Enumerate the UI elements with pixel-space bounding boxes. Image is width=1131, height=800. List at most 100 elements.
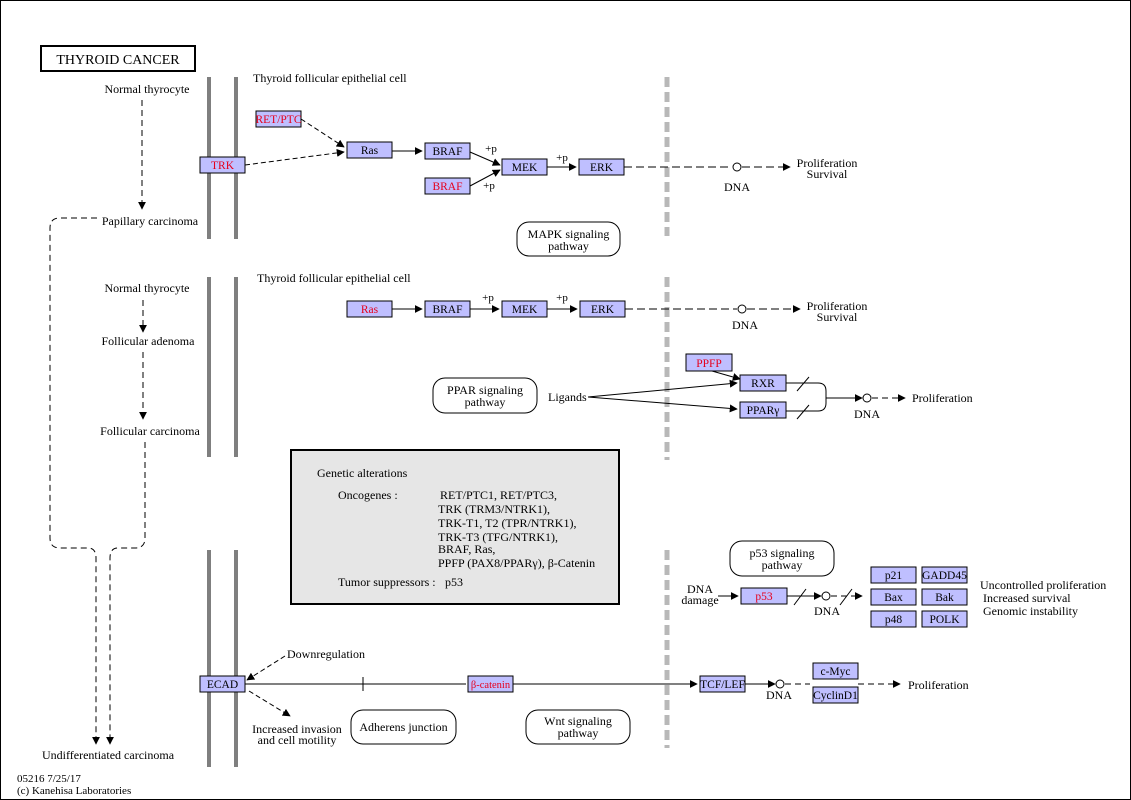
pparg-label: PPARγ — [747, 405, 780, 417]
dna-label-2: DNA — [732, 318, 758, 332]
genetic-alterations-box: Genetic alterations Oncogenes : RET/PTC1… — [290, 449, 620, 605]
outcome-proliferation-4: Proliferation — [908, 678, 969, 692]
beta-catenin-label: β-catenin — [471, 680, 511, 691]
node-bax[interactable]: Bax — [870, 588, 917, 606]
node-mek-1[interactable]: MEK — [501, 158, 548, 176]
node-p53[interactable]: p53 — [740, 587, 788, 605]
phos-label-4: +p — [482, 292, 494, 304]
left-column: Normal thyrocyte Papillary carcinoma Nor… — [42, 82, 201, 762]
membranes — [207, 77, 238, 767]
p53-pathway-link[interactable]: p53 signaling pathway — [729, 540, 835, 577]
follicular-adenoma-label: Follicular adenoma — [102, 334, 196, 348]
node-erk-2[interactable]: ERK — [579, 300, 626, 318]
outcome-survival-1: Survival — [807, 167, 848, 181]
node-ras-2[interactable]: Ras — [346, 300, 393, 318]
gadd45-label: GADD45 — [922, 570, 967, 582]
node-ppfp[interactable]: PPFP — [685, 353, 733, 372]
erk-label: ERK — [590, 162, 614, 174]
cell-label-1: Thyroid follicular epithelial cell — [253, 71, 407, 85]
node-p21[interactable]: p21 — [870, 566, 917, 584]
outcome-proliferation-3: Proliferation — [912, 391, 973, 405]
dna-circle-5 — [775, 679, 785, 689]
oncogene-line: RET/PTC1, RET/PTC3, — [440, 488, 557, 502]
polk-label: POLK — [929, 614, 960, 626]
node-rxr[interactable]: RXR — [739, 374, 787, 392]
oncogene-line: PPFP (PAX8/PPARγ), β-Catenin — [438, 556, 595, 570]
cyclind1-label: CyclinD1 — [813, 690, 858, 702]
mapk-pathway-line2: pathway — [548, 239, 589, 253]
c-myc-label: c-Myc — [820, 666, 850, 678]
outcome-uncontrolled-proliferation: Uncontrolled proliferation — [980, 578, 1106, 592]
p48-label: p48 — [885, 614, 903, 626]
wnt-pathway-line1: Wnt signaling — [544, 714, 612, 728]
dna-circle-4 — [821, 591, 831, 601]
node-ras-1[interactable]: Ras — [346, 141, 393, 159]
node-trk[interactable]: TRK — [199, 156, 246, 174]
node-polk[interactable]: POLK — [921, 610, 968, 628]
legend-heading: Genetic alterations — [317, 466, 408, 480]
node-gadd45[interactable]: GADD45 — [921, 566, 968, 584]
section1-edges — [244, 118, 791, 187]
p21-label: p21 — [885, 570, 903, 582]
section3-wnt-edges — [245, 655, 901, 717]
follicular-carcinoma-label: Follicular carcinoma — [100, 424, 200, 438]
oncogene-line: TRK-T3 (TFG/NTRK1), — [438, 530, 558, 544]
rxr-label: RXR — [751, 378, 775, 390]
undifferentiated-carcinoma-label: Undifferentiated carcinoma — [42, 748, 175, 762]
phos-label-5: +p — [556, 292, 568, 304]
node-retptc[interactable]: RET/PTC — [255, 110, 302, 128]
oncogene-line: BRAF, Ras, — [438, 542, 495, 556]
ppar-pathway-line2: pathway — [465, 395, 506, 409]
phos-label-2: +p — [483, 180, 495, 192]
dna-circle-2 — [737, 304, 747, 314]
cell-label-2: Thyroid follicular epithelial cell — [257, 271, 411, 285]
node-ecad[interactable]: ECAD — [199, 675, 246, 693]
wnt-pathway-link[interactable]: Wnt signaling pathway — [525, 709, 631, 745]
node-tcf-lef[interactable]: TCF/LEF — [699, 675, 746, 693]
dna-circle-3 — [862, 393, 872, 403]
braf-label-2: BRAF — [432, 304, 462, 316]
left-column-arrows — [49, 100, 147, 745]
mapk-pathway-link[interactable]: MAPK signaling pathway — [516, 221, 621, 257]
node-braf-2[interactable]: BRAF — [424, 300, 471, 318]
bax-label: Bax — [884, 592, 903, 604]
node-erk-1[interactable]: ERK — [578, 158, 625, 176]
node-bak[interactable]: Bak — [921, 588, 968, 606]
phos-label-3: +p — [556, 152, 568, 164]
page-title: THYROID CANCER — [56, 53, 180, 68]
oncogene-line: TRK (TRM3/NTRK1), — [438, 502, 550, 516]
ppar-pathway-link[interactable]: PPAR signaling pathway — [432, 377, 538, 414]
braf-label: BRAF — [432, 146, 462, 158]
node-beta-catenin[interactable]: β-catenin — [467, 675, 514, 693]
node-braf-1[interactable]: BRAF — [424, 142, 471, 160]
ppfp-label: PPFP — [696, 358, 722, 370]
dna-label-3: DNA — [854, 407, 880, 421]
footer-copyright: (c) Kanehisa Laboratories — [17, 785, 131, 797]
node-cyclind1[interactable]: CyclinD1 — [812, 686, 859, 704]
invasion-line2: and cell motility — [258, 733, 337, 747]
oncogene-line: TRK-T1, T2 (TPR/NTRK1), — [438, 516, 576, 530]
ecad-label: ECAD — [207, 679, 238, 691]
ras-label: Ras — [361, 145, 379, 157]
ligands-label: Ligands — [548, 390, 587, 404]
trk-label: TRK — [211, 160, 235, 172]
outcome-survival-2: Survival — [817, 310, 858, 324]
node-braf-mutant[interactable]: BRAF — [424, 177, 471, 195]
node-pparg[interactable]: PPARγ — [739, 401, 787, 419]
tcf-lef-label: TCF/LEF — [700, 679, 745, 691]
suppressors-label: Tumor suppressors : — [338, 575, 436, 589]
node-mek-2[interactable]: MEK — [501, 300, 548, 318]
node-p48[interactable]: p48 — [870, 610, 917, 628]
node-c-myc[interactable]: c-Myc — [812, 662, 859, 680]
outcome-genomic-instability: Genomic instability — [983, 604, 1078, 618]
ppar-pathway-line1: PPAR signaling — [447, 383, 523, 397]
title-box: THYROID CANCER — [40, 45, 196, 72]
dna-circle-1 — [732, 162, 742, 172]
section2-edges — [392, 305, 906, 420]
bak-label: Bak — [935, 592, 954, 604]
adherens-junction-link[interactable]: Adherens junction — [350, 709, 457, 745]
retptc-label: RET/PTC — [255, 114, 301, 126]
p53-pathway-line2: pathway — [762, 558, 803, 572]
